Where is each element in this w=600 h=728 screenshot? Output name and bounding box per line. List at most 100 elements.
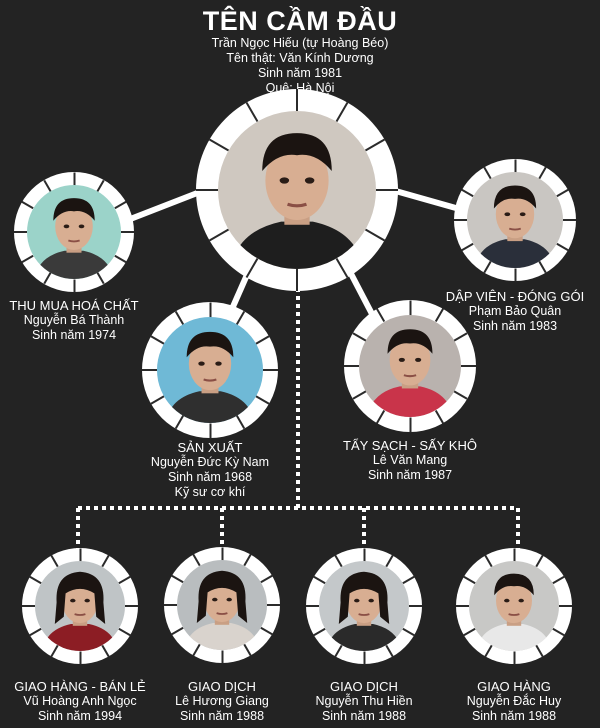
member-detail: Sinh năm 1987 <box>367 468 453 482</box>
ring-tick <box>118 576 131 585</box>
ring-tick <box>14 231 27 233</box>
ring-tick <box>255 335 270 345</box>
ring-tick <box>352 390 367 400</box>
ring-tick <box>484 555 493 568</box>
ring-tick <box>118 627 131 636</box>
ring-tick <box>335 257 349 278</box>
ring-tick <box>43 179 52 192</box>
ring-tick <box>461 365 476 367</box>
leader-photo <box>218 111 376 269</box>
ring-tick <box>352 332 367 342</box>
ring-tick <box>196 189 218 191</box>
ring-tick <box>434 308 444 323</box>
ring-tick <box>454 219 467 221</box>
leader-birth-year: Sinh năm 1981 <box>257 66 343 80</box>
ring-tick <box>175 310 185 325</box>
ring-tick <box>483 261 492 274</box>
ring-tick <box>209 302 211 317</box>
ring-tick <box>535 644 544 657</box>
ring-tick <box>101 555 110 568</box>
ring-tick <box>192 554 201 567</box>
ring-tick <box>164 604 177 606</box>
member-detail: Sinh năm 1988 <box>179 709 265 723</box>
ring-tick <box>461 243 474 252</box>
ring-tick <box>556 243 569 252</box>
ring-tick <box>463 576 476 585</box>
ring-tick <box>484 644 493 657</box>
member-name: Nguyễn Thu Hiền <box>315 694 413 708</box>
link-tay-sach <box>345 266 375 316</box>
leader-real-name: Tên thật: Văn Kính Dương <box>226 51 374 65</box>
ring-tick <box>142 369 157 371</box>
ring-tick <box>334 644 343 657</box>
member-name: Vũ Hoàng Anh Ngọc <box>23 694 137 708</box>
ring-tick <box>513 651 515 664</box>
page-title: TÊN CẦM ĐẦU <box>202 6 398 36</box>
ring-tick <box>385 555 394 568</box>
ring-tick <box>260 575 273 584</box>
ring-tick <box>376 409 386 424</box>
ring-tick <box>245 102 259 123</box>
ring-tick <box>235 310 245 325</box>
member-name: Nguyễn Bá Thành <box>23 313 125 327</box>
ring-tick <box>402 627 415 636</box>
ring-tick <box>209 138 230 152</box>
ring-tick <box>335 102 349 123</box>
ring-tick <box>363 651 365 664</box>
member-photo-giao-dich-1 <box>177 560 267 650</box>
ring-tick <box>364 228 385 242</box>
member-photo-ban-le <box>35 561 125 651</box>
member-photo-giao-hang <box>469 561 559 651</box>
ring-tick <box>50 644 59 657</box>
ring-tick <box>344 365 359 367</box>
member-detail: Sinh năm 1974 <box>31 328 117 342</box>
ring-tick <box>73 172 75 185</box>
ring-tick <box>96 272 105 285</box>
member-photo-hoa-chat <box>27 185 121 279</box>
ring-tick <box>334 555 343 568</box>
member-role: SẢN XUẤT <box>177 440 243 455</box>
ring-tick <box>513 548 515 561</box>
ring-tick <box>171 575 184 584</box>
ring-tick <box>192 643 201 656</box>
ring-tick <box>296 89 298 111</box>
member-name: Phạm Bảo Quân <box>468 304 562 318</box>
ring-tick <box>21 254 34 263</box>
ring-tick <box>556 188 569 197</box>
ring-tick <box>402 576 415 585</box>
ring-tick <box>125 605 138 607</box>
ring-tick <box>363 548 365 561</box>
header: TÊN CẦM ĐẦU Trần Ngọc Hiếu (tự Hoàng Béo… <box>0 6 600 96</box>
member-detail: Sinh năm 1968 <box>167 470 253 484</box>
ring-tick <box>514 159 516 172</box>
ring-tick <box>150 335 165 345</box>
member-role: GIAO HÀNG - BÁN LẺ <box>14 679 146 694</box>
ring-tick <box>267 604 280 606</box>
ring-tick <box>434 409 444 424</box>
member-role: DẬP VIÊN - ĐÓNG GÓI <box>445 289 585 304</box>
ring-tick <box>456 605 469 607</box>
member-photo-dap-vien <box>467 172 563 268</box>
ring-tick <box>121 231 134 233</box>
member-role: GIAO HÀNG <box>477 679 551 694</box>
ring-tick <box>29 627 42 636</box>
ring-tick <box>552 576 565 585</box>
member-name: Lê Văn Mang <box>372 453 448 467</box>
member-role: THU MUA HOÁ CHẤT <box>9 298 139 313</box>
ring-tick <box>538 166 547 179</box>
ring-tick <box>306 605 319 607</box>
ring-tick <box>409 300 411 315</box>
ring-tick <box>96 179 105 192</box>
member-photo-giao-dich-2 <box>319 561 409 651</box>
ring-tick <box>260 626 273 635</box>
ring-tick <box>453 332 468 342</box>
ring-tick <box>538 261 547 274</box>
ring-tick <box>79 548 81 561</box>
ring-tick <box>313 576 326 585</box>
ring-tick <box>409 417 411 432</box>
member-name: Lê Hương Giang <box>175 694 269 708</box>
ring-tick <box>364 138 385 152</box>
ring-tick <box>463 627 476 636</box>
